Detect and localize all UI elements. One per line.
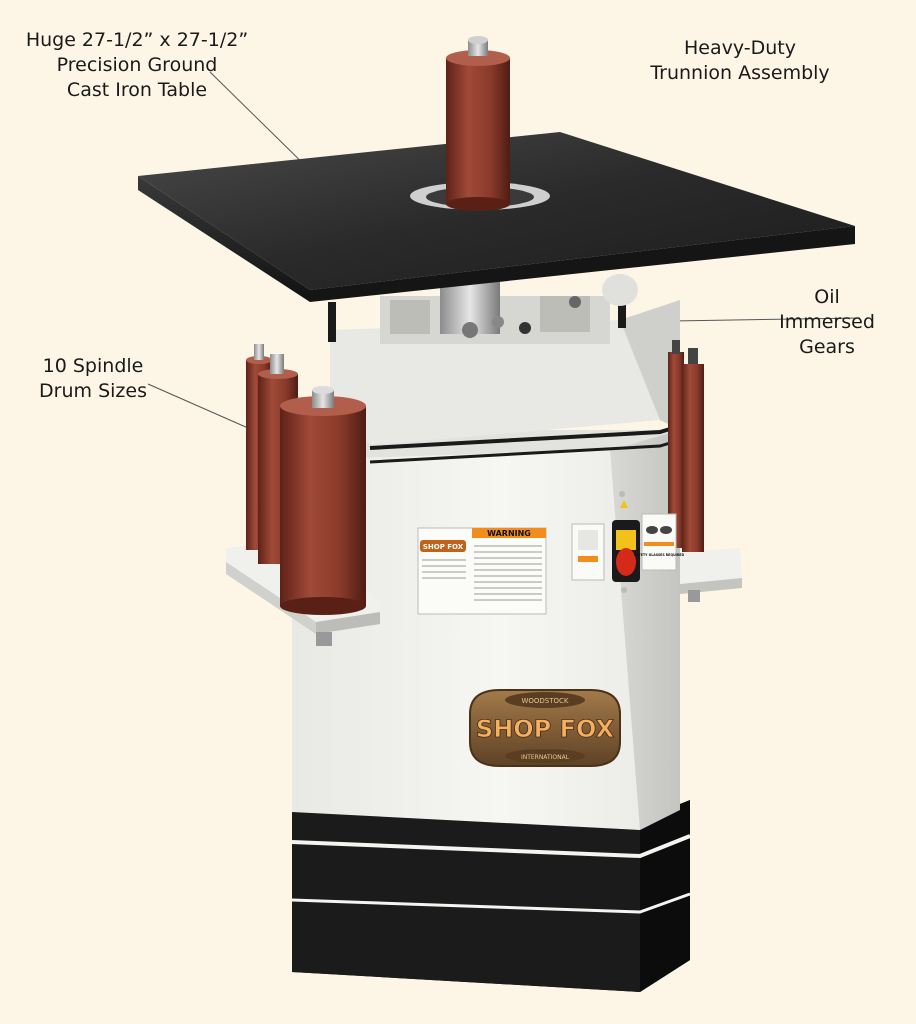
callout-gears-line-2: Immersed — [779, 311, 875, 333]
warning-text: WARNING — [487, 529, 531, 538]
plate-bottom-text: INTERNATIONAL — [521, 754, 570, 761]
brand-plate: WOODSTOCK SHOP FOX INTERNATIONAL — [469, 689, 621, 767]
callout-table-line-3: Cast Iron Table — [66, 79, 208, 101]
safety-glasses-text: SAFETY GLASSES REQUIRED — [634, 553, 685, 557]
callout-drums-line-1: 10 Spindle — [42, 355, 144, 377]
plate-top-text: WOODSTOCK — [521, 697, 568, 705]
callout-trunnion-line-2: Trunnion Assembly — [650, 62, 830, 84]
main-spindle-drum — [446, 36, 510, 211]
callout-trunnion-line-1: Heavy-Duty — [684, 37, 796, 59]
callout-table-line-1: Huge 27-1/2” x 27-1/2” — [25, 29, 249, 51]
stop-paddle-icon — [616, 548, 636, 576]
hazard-icon — [620, 500, 628, 508]
brand-small-text: SHOP FOX — [423, 543, 464, 551]
callout-drums-line-2: Drum Sizes — [39, 380, 147, 402]
leader-line-drums — [147, 383, 249, 429]
callout-table-line-2: Precision Ground — [56, 54, 218, 76]
callout-table: Huge 27-1/2” x 27-1/2” Precision Ground … — [14, 28, 260, 103]
base-plinth — [291, 800, 691, 992]
callout-gears-line-1: Oil — [814, 286, 840, 308]
switch-paddle-yellow — [616, 530, 636, 550]
callout-trunnion: Heavy-Duty Trunnion Assembly — [640, 36, 840, 86]
callout-gears-line-3: Gears — [799, 336, 855, 358]
glasses-icon — [646, 526, 658, 534]
trunnion-assembly — [328, 274, 638, 344]
plate-brand-text: SHOP FOX — [476, 715, 615, 743]
right-drum-rack — [668, 340, 742, 602]
left-drum-rack — [226, 344, 380, 646]
safety-glasses-label: SAFETY GLASSES REQUIRED — [634, 513, 685, 571]
warning-label: WARNING SHOP FOX — [417, 527, 547, 615]
callout-drums: 10 Spindle Drum Sizes — [28, 354, 158, 404]
power-switch-panel — [571, 491, 640, 593]
callout-gears: Oil Immersed Gears — [772, 285, 882, 360]
